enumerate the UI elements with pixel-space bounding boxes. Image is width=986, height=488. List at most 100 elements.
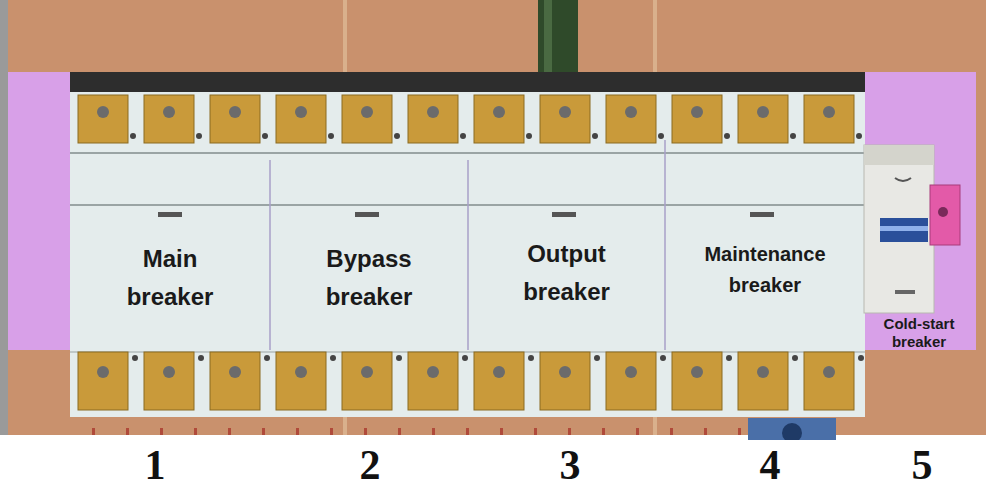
terminal-bolt [691, 366, 703, 378]
terminal-dot [660, 355, 666, 361]
terminal-bolt [427, 106, 439, 118]
terminal-dot [264, 355, 270, 361]
terminal-dot [724, 133, 730, 139]
cold-start-device [864, 145, 960, 313]
terminal-top [78, 95, 128, 143]
terminal-dot [594, 355, 600, 361]
terminal-bottom [540, 352, 590, 410]
terminal-bottom [474, 352, 524, 410]
terminal-bolt [295, 106, 307, 118]
terminal-bottom [804, 352, 854, 410]
terminal-bolt [493, 106, 505, 118]
breaker-label: Output breaker [497, 235, 637, 309]
terminal-bolt [163, 106, 175, 118]
mark-dash [432, 428, 435, 435]
mark-dash [364, 428, 367, 435]
terminal-top [342, 95, 392, 143]
mark-dash [466, 428, 469, 435]
cabinet-edge [0, 0, 8, 435]
cold-start-clip [930, 185, 960, 245]
callout-number: 3 [560, 444, 581, 486]
mark-dash [568, 428, 571, 435]
terminal-bolt [559, 106, 571, 118]
terminal-top [606, 95, 656, 143]
terminal-top [804, 95, 854, 143]
terminal-bolt [163, 366, 175, 378]
breaker-section: Maintenance breaker [667, 210, 863, 330]
mark-dash [126, 428, 129, 435]
terminal-top [408, 95, 458, 143]
terminal-bolt [757, 366, 769, 378]
cable-gland [538, 0, 578, 75]
terminal-dot [196, 133, 202, 139]
terminal-bottom [144, 352, 194, 410]
terminal-top [738, 95, 788, 143]
mark-dash [500, 428, 503, 435]
terminal-bolt [691, 106, 703, 118]
terminal-dot [328, 133, 334, 139]
terminal-dot [460, 133, 466, 139]
terminal-top [672, 95, 722, 143]
terminal-bolt [823, 106, 835, 118]
terminal-bottom [342, 352, 392, 410]
mark-dash [738, 428, 741, 435]
breaker-divider [467, 160, 469, 350]
mark-dash [636, 428, 639, 435]
mark-dash [92, 428, 95, 435]
body-edge [70, 152, 865, 154]
mark-dash [262, 428, 265, 435]
terminal-dot [592, 133, 598, 139]
terminal-dot [396, 355, 402, 361]
breaker-divider [664, 140, 666, 350]
terminal-bolt [823, 366, 835, 378]
cold-start-terminal [864, 145, 934, 165]
terminal-bottom [672, 352, 722, 410]
terminal-dot [858, 355, 864, 361]
terminal-bolt [97, 366, 109, 378]
terminal-dot [790, 133, 796, 139]
terminal-bolt [427, 366, 439, 378]
cold-start-toggle [880, 218, 928, 242]
cabinet-background [0, 0, 986, 435]
terminal-dot [132, 355, 138, 361]
terminal-top [210, 95, 260, 143]
callout-number: 4 [760, 444, 781, 486]
terminal-bolt [97, 106, 109, 118]
cold-start-toggle-light [880, 226, 928, 231]
mark-dash [160, 428, 163, 435]
terminal-bolt [361, 106, 373, 118]
breaker-label: Maintenance breaker [690, 239, 840, 301]
page-ground [0, 440, 986, 488]
terminal-bolt [229, 106, 241, 118]
breaker-label: Cold-start breaker [867, 315, 971, 351]
mark-dash [398, 428, 401, 435]
callout-number: 1 [145, 444, 166, 486]
terminal-top [144, 95, 194, 143]
callout-number: 5 [912, 444, 933, 486]
breaker-handle [750, 212, 774, 217]
breaker-section: Output breaker [470, 205, 663, 340]
busbar-cover [70, 72, 865, 92]
terminal-bolt [625, 106, 637, 118]
mark-dash [228, 428, 231, 435]
breaker-handle [158, 212, 182, 217]
terminal-dot [394, 133, 400, 139]
terminal-dot [792, 355, 798, 361]
mark-dash [296, 428, 299, 435]
terminal-dot [262, 133, 268, 139]
terminal-bottom [408, 352, 458, 410]
terminal-dot [856, 133, 862, 139]
cable-gland-highlight [544, 0, 552, 75]
terminal-bottom [210, 352, 260, 410]
terminal-dot [462, 355, 468, 361]
mark-dash [670, 428, 673, 435]
cold-start-slot [895, 290, 915, 294]
terminal-bolt [493, 366, 505, 378]
breaker-handle [552, 212, 576, 217]
terminal-bolt [229, 366, 241, 378]
terminal-dot [330, 355, 336, 361]
terminal-top [540, 95, 590, 143]
mark-dash [194, 428, 197, 435]
